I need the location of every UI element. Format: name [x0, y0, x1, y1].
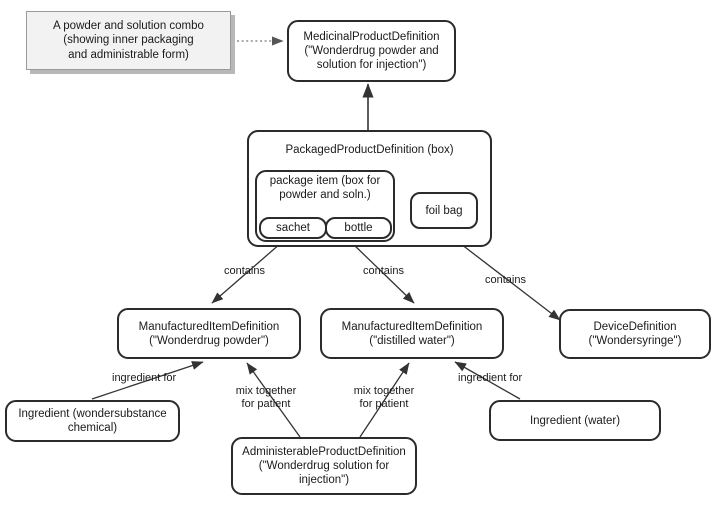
- node-administerable-product-definition[interactable]: AdministerableProductDefinition ("Wonder…: [231, 437, 417, 495]
- mix-powder-line-1: mix together: [235, 385, 297, 397]
- foil-bag-label: foil bag: [425, 204, 463, 217]
- note-line-3: and administrable form): [68, 48, 189, 61]
- edge-label-ingredient-for-chemical: ingredient for: [112, 372, 177, 384]
- node-ingredient-water[interactable]: Ingredient (water): [489, 400, 661, 441]
- edge-label-contains-foilbag: contains: [485, 274, 526, 286]
- node-foil-bag[interactable]: foil bag: [410, 192, 478, 229]
- node-manufactured-item-water[interactable]: ManufacturedItemDefinition ("distilled w…: [320, 308, 504, 359]
- ingredient-water-line-1: Ingredient (water): [529, 414, 621, 427]
- package-item-line-1: package item (box for: [269, 175, 381, 187]
- node-manufactured-item-powder[interactable]: ManufacturedItemDefinition ("Wonderdrug …: [117, 308, 301, 359]
- edge-label-contains-bottle: contains: [363, 265, 404, 277]
- device-line-2: ("Wondersyringe"): [588, 335, 682, 347]
- administerable-line-2: ("Wonderdrug solution for: [258, 460, 390, 472]
- packaged-product-title: PackagedProductDefinition (box): [285, 144, 454, 156]
- node-sachet[interactable]: sachet: [259, 217, 327, 239]
- mix-powder-line-2: for patient: [241, 398, 291, 410]
- node-device-definition[interactable]: DeviceDefinition ("Wondersyringe"): [559, 309, 711, 359]
- ingredient-chemical-line-2: chemical): [67, 422, 118, 434]
- sachet-label: sachet: [276, 222, 310, 234]
- mix-water-line-2: for patient: [359, 398, 409, 410]
- package-item-text: package item (box for powder and soln.): [255, 174, 395, 202]
- edge-label-mix-together-water: mix together for patient: [348, 385, 420, 411]
- mix-water-line-1: mix together: [353, 385, 415, 397]
- note-powder-solution-combo: A powder and solution combo (showing inn…: [26, 11, 231, 70]
- note-line-1: A powder and solution combo: [53, 19, 204, 32]
- bottle-label: bottle: [344, 222, 373, 234]
- administerable-line-1: AdministerableProductDefinition: [242, 446, 406, 458]
- manufactured-powder-line-2: ("Wonderdrug powder"): [149, 334, 269, 347]
- device-line-1: DeviceDefinition: [593, 321, 677, 333]
- note-line-2: (showing inner packaging: [63, 34, 194, 47]
- package-item-line-2: powder and soln.): [279, 189, 371, 201]
- node-ingredient-chemical[interactable]: Ingredient (wondersubstance chemical): [5, 400, 180, 442]
- administerable-line-3: injection"): [298, 474, 350, 486]
- node-medicinal-product-definition[interactable]: MedicinalProductDefinition ("Wonderdrug …: [287, 20, 456, 82]
- manufactured-water-line-2: ("distilled water"): [369, 334, 455, 347]
- medicinal-product-line-1: MedicinalProductDefinition: [303, 31, 440, 43]
- manufactured-water-line-1: ManufacturedItemDefinition: [341, 320, 483, 333]
- node-bottle[interactable]: bottle: [325, 217, 392, 239]
- manufactured-powder-line-1: ManufacturedItemDefinition: [138, 320, 280, 333]
- medicinal-product-line-2: ("Wonderdrug powder and: [304, 45, 439, 57]
- ingredient-chemical-line-1: Ingredient (wondersubstance: [18, 408, 167, 420]
- edge-label-mix-together-powder: mix together for patient: [230, 385, 302, 411]
- edge-label-contains-sachet: contains: [224, 265, 265, 277]
- edge-label-ingredient-for-water: ingredient for: [458, 372, 523, 384]
- medicinal-product-line-3: solution for injection"): [316, 59, 427, 71]
